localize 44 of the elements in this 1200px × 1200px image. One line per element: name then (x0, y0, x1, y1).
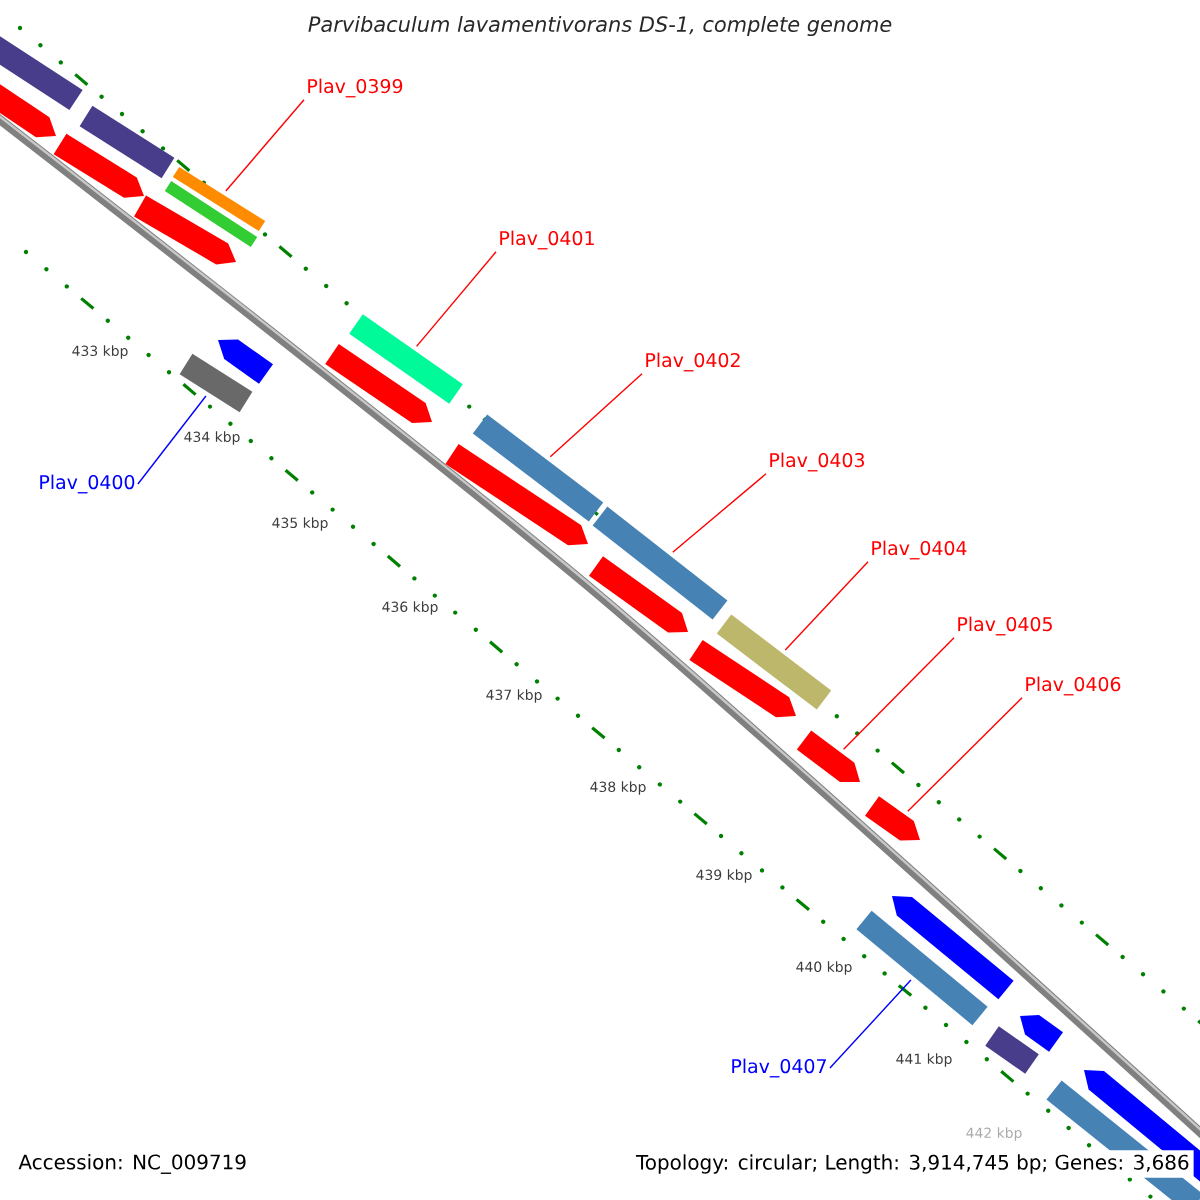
leader-line (549, 373, 643, 458)
gene-bar (865, 796, 920, 841)
gene-label: Plav_0402 (646, 352, 740, 372)
gene-bar (856, 910, 988, 1026)
gene-bar (472, 414, 604, 522)
gene-bar (218, 339, 273, 384)
gene-bar (53, 133, 144, 198)
gene-label: Plav_0401 (500, 230, 594, 250)
gene-label: Plav_0400 (40, 474, 135, 494)
gene-label: Plav_0406 (1026, 676, 1121, 696)
gene-label: Plav_0405 (958, 616, 1052, 636)
gene-label: Plav_0404 (872, 540, 967, 560)
leader-line (137, 395, 207, 485)
gene-bar (325, 344, 432, 423)
gene-bar (1020, 1015, 1063, 1052)
gene-label: Plav_0403 (770, 452, 864, 472)
leader-line (907, 697, 1023, 813)
gene-bar (0, 34, 83, 110)
gene-bar (179, 353, 253, 413)
genome-info-text: Topology: circular; Length: 3,914,745 bp; Genes: 3,686 (631, 1150, 1194, 1178)
gene-bar (349, 314, 463, 404)
leader-line (784, 561, 869, 651)
leader-line (225, 99, 305, 192)
gene-bar (985, 1026, 1039, 1074)
gene-bar (589, 556, 688, 633)
gene-bar (0, 82, 56, 138)
gene-bar (79, 105, 175, 179)
gene-bar (689, 640, 796, 718)
gene-bar (445, 444, 588, 546)
title: Parvibaculum lavamentivorans DS-1, complete genome (308, 15, 892, 37)
gene-bar (172, 167, 266, 231)
accession-text: Accession: NC_009719 (18, 1154, 246, 1174)
gene-bar (134, 195, 236, 265)
gene-bar (592, 506, 728, 620)
gene-bar (796, 730, 860, 782)
leader-line (415, 251, 497, 348)
gene-bar (892, 896, 1014, 1000)
leader-line (829, 979, 912, 1069)
leader-line (672, 473, 767, 553)
gene-bar (164, 181, 258, 247)
gene-bar (716, 614, 832, 710)
leader-line (842, 637, 955, 750)
gene-label: Plav_0407 (732, 1058, 826, 1078)
gene-label: Plav_0399 (308, 78, 403, 98)
